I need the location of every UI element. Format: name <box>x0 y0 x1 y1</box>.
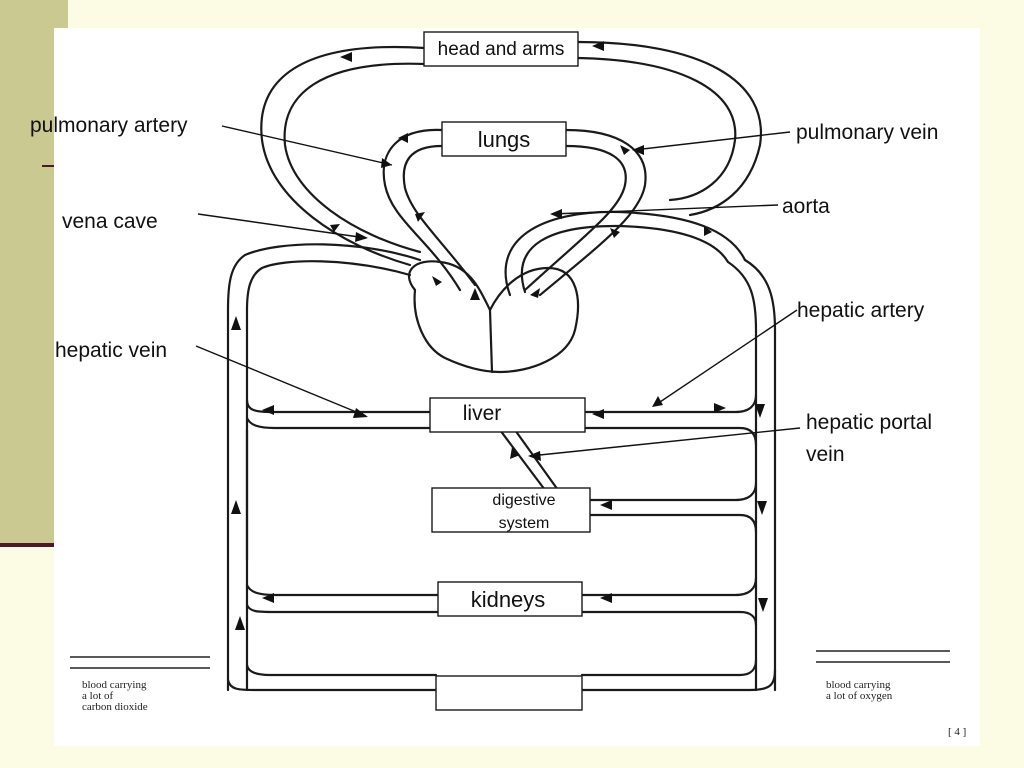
liver-label: liver <box>463 402 502 425</box>
lungs-label: lungs <box>478 127 531 152</box>
pulmonary-artery-label: pulmonary artery <box>30 114 188 137</box>
flow-arrows <box>231 41 768 630</box>
pulmonary-vein-label: pulmonary vein <box>796 121 938 144</box>
aorta-label: aorta <box>782 195 830 218</box>
head-loop-inner <box>283 62 427 254</box>
head-loop-outer <box>260 45 427 267</box>
lungs-box <box>441 121 567 157</box>
digestive-system-box <box>431 487 591 533</box>
liver-box <box>429 397 586 433</box>
legend-left-line-2: a lot of <box>82 690 113 702</box>
vena-cave-label: vena cave <box>62 210 158 233</box>
kidneys-label: kidneys <box>471 587 546 612</box>
kidneys-box <box>437 581 583 617</box>
pulmonary-artery-tube <box>382 128 462 292</box>
aorta-tube <box>504 210 747 297</box>
hepatic-portal-vein-label-2: vein <box>806 443 845 466</box>
hepatic-portal-vein-tube <box>498 428 547 492</box>
digestive-system-label-1: digestive <box>492 492 555 509</box>
lower-body-box <box>435 675 583 711</box>
legend-right-line-1: blood carrying <box>826 679 891 691</box>
hepatic-portal-vein-label-1: hepatic portal <box>806 411 932 434</box>
hepatic-artery-label: hepatic artery <box>797 299 925 322</box>
head-and-arms-label: head and arms <box>438 39 565 60</box>
legend-carbon-dioxide: blood carrying a lot of carbon dioxide <box>70 656 210 713</box>
hepatic-vein-label: hepatic vein <box>55 339 167 362</box>
page-number: [ 4 ] <box>948 726 966 738</box>
pulmonary-vein-tube <box>538 128 647 297</box>
legend-left-line-1: blood carrying <box>82 679 147 691</box>
digestive-system-label-2: system <box>499 515 550 532</box>
legend-oxygen: blood carrying a lot of oxygen <box>816 650 950 702</box>
legend-right-line-2: a lot of oxygen <box>826 690 893 702</box>
head-and-arms-box <box>423 31 579 67</box>
legend-left-line-3: carbon dioxide <box>82 701 148 713</box>
vena-cava-tube <box>226 243 422 692</box>
heart <box>408 260 580 374</box>
